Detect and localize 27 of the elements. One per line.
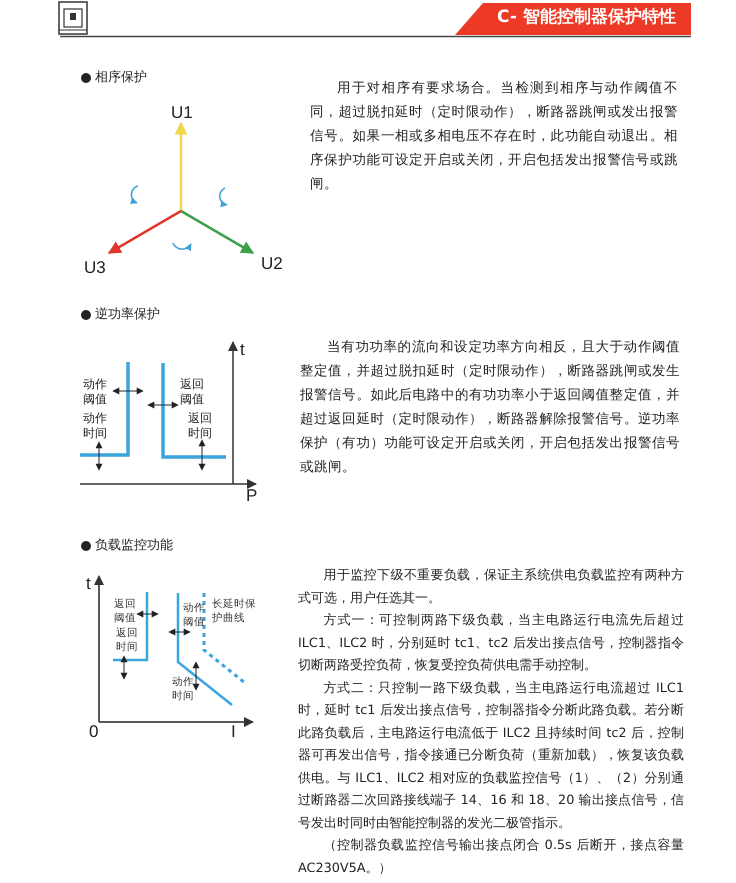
paragraph: 方式一：可控制两路下级负载，当主电路运行电流先后超过 ILC1、ILC2 时，分别延时 tc1、tc2 后发出接点信号，控制器指令切断两路受控负荷，恢复受控负荷供电需手动控制。 <box>298 612 684 675</box>
curve-label: 动作阈值 <box>83 377 108 407</box>
curve-label: 返回阈值 <box>180 377 205 407</box>
paragraph: 用于监控下级不重要负载，保证主系统供电负载监控有两种方式可选，用户任选其一。 <box>298 567 684 608</box>
curve-label: 动作时间 <box>83 411 108 441</box>
axis-label: t <box>86 574 91 594</box>
curve-label: 返回时间 <box>188 411 213 441</box>
curve-label: 返回时间 <box>116 626 139 654</box>
paragraph: 用于对相序有要求场合。当检测到相序与动作阈值不同，超过脱扣延时（定时限动作），断路器跳闸或发出报警信号。如果一相或多相电压不存在时，此功能自动退出。相序保护功能可设定开启或关闭，开启包括发出报警信号或跳闸。 <box>310 79 678 194</box>
phasor-label: U2 <box>261 254 283 274</box>
axis-label: I <box>231 722 236 742</box>
curve-label: 返回阈值 <box>114 597 137 626</box>
section-heading: 相序保护 <box>95 70 147 86</box>
paragraph: 方式二：只控制一路下级负载，当主电路运行电流超过 ILC1 时，延时 tc1 后发出接点信号，控制器指令分断此路负载。若分断此路负载后，主电路运行电流低于 ILC2 且持续时间 tc2 后，控制器可再发出信号，指令接通已分断负荷（重新加载），恢复该负载供电。与 ILC1、ILC2 相对应的负载监控信号（1）、（2）分别通过断路器二次回路接线端子 14、16 和 18、20 输出接点信号，信号发出时同时由智能控制器的发光二极管指示。 <box>298 680 684 832</box>
axis-label: P <box>246 486 258 506</box>
axis-label: 0 <box>89 722 98 742</box>
page-title: C- 智能控制器保护特性 <box>497 7 676 28</box>
axis-label: t <box>240 340 245 360</box>
paragraph: （控制器负载监控信号输出接点闭合 0.5s 后断开，接点容量AC230V5A。） <box>298 837 684 878</box>
curve-label: 动作时间 <box>172 675 195 704</box>
curve-label: 长延时保护曲线 <box>212 597 257 626</box>
phasor-label: U3 <box>84 258 106 278</box>
section-heading: 负载监控功能 <box>95 538 173 554</box>
section-heading: 逆功率保护 <box>95 307 160 323</box>
phasor-label: U1 <box>171 103 193 124</box>
curve-label: 动作阈值 <box>183 601 206 630</box>
paragraph: 当有功功率的流向和设定功率方向相反，且大于动作阈值整定值，并超过脱扣延时（定时限动作），断路器跳闸或发生报警信号。如此后电路中的有功功率小于返回阈值整定值，并超过返回延时（定时限动作），断路器解除报警信号。逆功率保护（有功）功能可设定开启或关闭，开启包括发出报警信号或跳闸。 <box>300 338 680 477</box>
